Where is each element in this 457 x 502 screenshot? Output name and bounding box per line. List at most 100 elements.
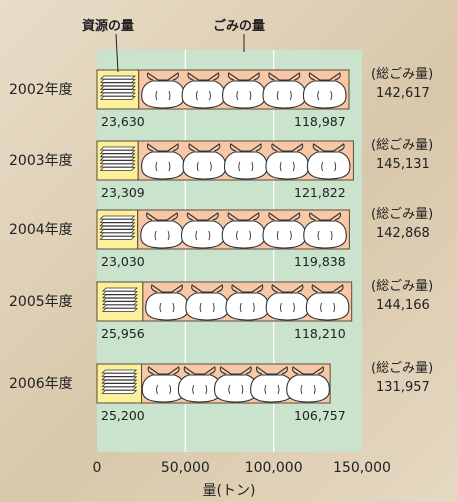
bag-knot [188, 143, 221, 152]
bag-crease [228, 384, 244, 395]
legend-resource-pointer [115, 33, 119, 73]
bag-body [265, 151, 310, 180]
garbage-bag-icon [225, 284, 270, 321]
bars [96, 69, 354, 404]
paper-sheet [101, 390, 138, 394]
garbage-bag-icon [140, 212, 184, 249]
garbage-bag-icon [250, 366, 294, 403]
garbage-bag-icon [181, 72, 226, 109]
bag-body [141, 151, 185, 180]
bag-knot [191, 284, 224, 293]
bag-knot [187, 72, 220, 81]
legend-resource-label: 資源の量 [82, 18, 134, 34]
resource-value-label: 25,956 [101, 326, 145, 341]
paper-sheet [99, 167, 136, 171]
bag-body [286, 374, 330, 403]
bag-knot [309, 212, 342, 221]
bag-crease [276, 230, 292, 241]
paper-sheet [101, 304, 138, 309]
bag-crease [317, 90, 333, 101]
bag-body [182, 151, 227, 180]
x-tick-label: 50,000 [161, 460, 210, 476]
bag-body [145, 292, 189, 321]
bag-body [262, 80, 307, 109]
bar-row [96, 281, 353, 322]
garbage-bag-icon [262, 72, 307, 109]
bag-knot [268, 72, 301, 81]
bag-knot [146, 72, 179, 81]
paper-sheet [101, 379, 138, 384]
paper-sheet [101, 308, 138, 312]
bag-crease [236, 230, 251, 241]
bag-knot [255, 366, 288, 375]
bag-body [185, 292, 229, 321]
garbage-value-label: 119,838 [294, 254, 346, 269]
bag-crease [154, 230, 170, 241]
bag-body [141, 80, 185, 109]
paper-sheet [99, 75, 136, 80]
paper-sheet [99, 92, 136, 97]
garbage-bag-icon [265, 284, 310, 321]
paper-sheet [99, 229, 136, 233]
bag-body [265, 292, 310, 321]
bag-knot [312, 143, 345, 152]
paper-sheet [99, 222, 136, 227]
total-caption: (総ごみ量) [371, 360, 433, 376]
paper-sheet [99, 89, 136, 93]
paper-stack-icon [101, 369, 138, 394]
bag-knot [147, 366, 180, 375]
paper-sheet [101, 386, 138, 391]
year-label: 2004年度 [9, 222, 73, 238]
bag-crease [238, 161, 254, 172]
resource-value-label: 23,030 [101, 254, 145, 269]
year-label: 2003年度 [9, 153, 73, 169]
paper-sheet [99, 215, 136, 220]
garbage-bag-icon [303, 212, 347, 249]
bag-crease [279, 302, 295, 313]
bar-row [96, 363, 331, 404]
year-label: 2005年度 [9, 294, 73, 310]
bag-crease [276, 90, 292, 101]
bag-crease [279, 161, 295, 172]
paper-stack-icon [99, 75, 136, 100]
paper-sheet [101, 376, 138, 381]
garbage-bag-icon [141, 143, 185, 180]
paper-sheet [99, 219, 136, 223]
bag-knot [271, 143, 304, 152]
bag-crease [155, 161, 171, 172]
bag-crease [317, 230, 333, 241]
garbage-bag-icon [265, 143, 310, 180]
garbage-bag-icon [145, 284, 189, 321]
resource-value-label: 23,630 [101, 114, 145, 129]
resource-value-label: 23,309 [101, 185, 145, 200]
total-value: 131,957 [376, 380, 430, 395]
bag-knot [311, 284, 344, 293]
bag-body [302, 80, 347, 109]
paper-stack-icon [101, 287, 138, 312]
paper-stack-icon [99, 215, 136, 240]
bag-crease [264, 384, 280, 395]
garbage-value-label: 118,210 [294, 326, 346, 341]
bag-knot [146, 212, 179, 221]
total-value: 142,617 [376, 86, 430, 101]
bag-body [221, 220, 266, 249]
bag-crease [321, 161, 337, 172]
garbage-bag-icon [222, 72, 266, 109]
paper-sheet [101, 301, 138, 305]
paper-sheet [99, 96, 136, 100]
total-caption: (総ごみ量) [371, 137, 433, 153]
bag-knot [146, 143, 179, 152]
x-tick-label: 150,000 [333, 460, 391, 476]
bag-crease [199, 302, 215, 313]
bag-knot [227, 212, 260, 221]
bag-crease [192, 384, 208, 395]
total-caption: (総ごみ量) [371, 206, 433, 222]
garbage-value-label: 118,987 [294, 114, 346, 129]
year-label: 2002年度 [9, 82, 73, 98]
garbage-bag-icon [262, 212, 307, 249]
bag-body [306, 151, 351, 180]
total-value: 142,868 [376, 226, 430, 241]
garbage-bag-icon [306, 143, 351, 180]
